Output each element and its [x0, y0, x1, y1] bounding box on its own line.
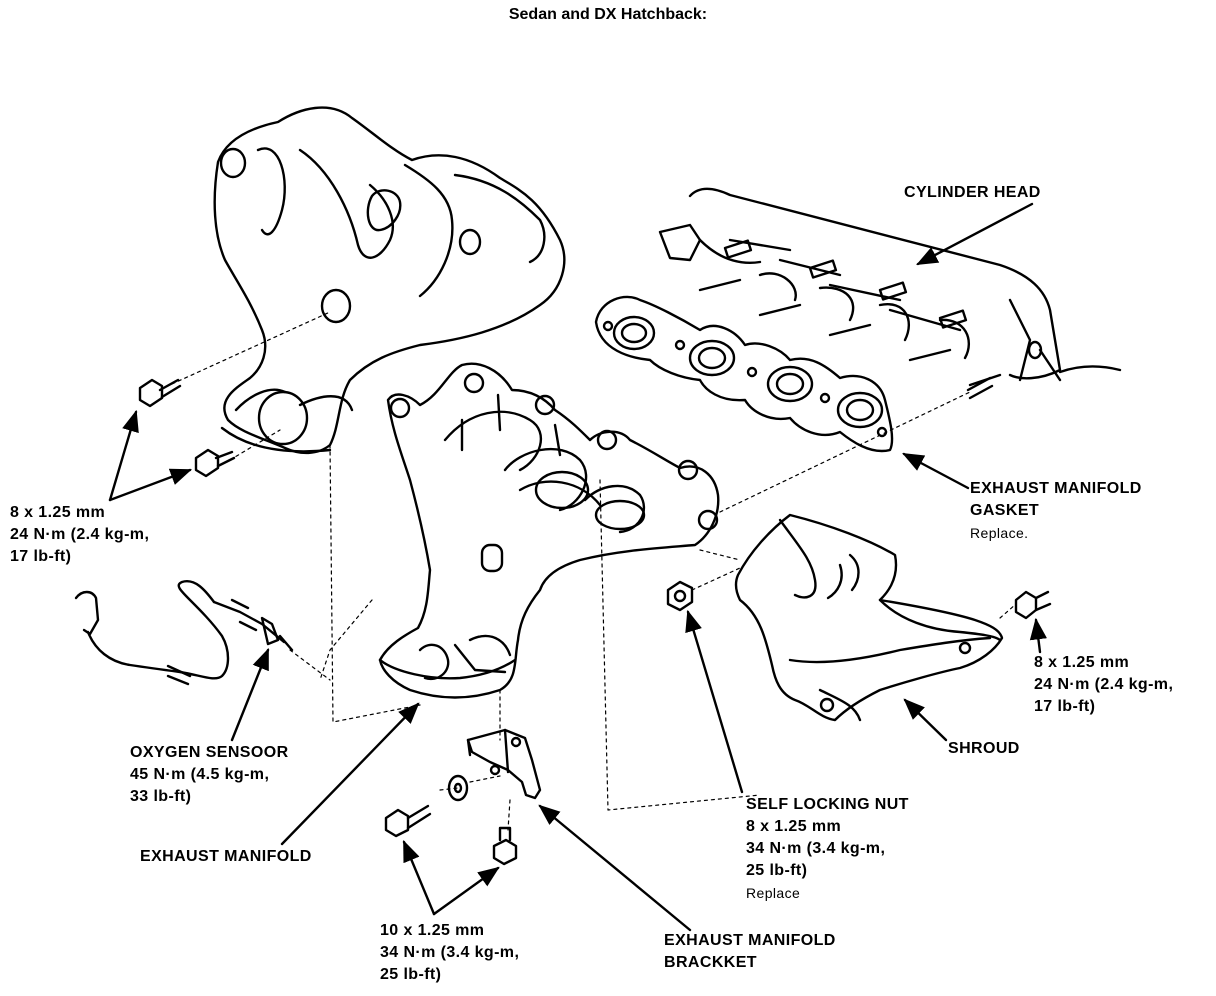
label-bracket-bolts: 10 x 1.25 mm 34 N·m (3.4 kg-m, 25 lb-ft) — [380, 920, 519, 986]
diagram-title: Sedan and DX Hatchback: — [508, 6, 708, 23]
label-upper-bolts: 8 x 1.25 mm 24 N·m (2.4 kg-m, 17 lb-ft) — [10, 502, 149, 568]
bracket-bolt-1 — [384, 804, 432, 838]
gasket-note: Replace. — [970, 525, 1029, 541]
right-shroud-bolt — [1014, 590, 1052, 620]
right-bolt-torque-2: 17 lb-ft) — [1034, 698, 1096, 715]
oxygen-sensor-torque-1: 45 N·m (4.5 kg-m, — [130, 766, 270, 783]
bracket-bolts-torque-2: 25 lb-ft) — [380, 966, 442, 983]
shroud — [734, 513, 1004, 722]
exhaust-manifold-text: EXHAUST MANIFOLD — [140, 848, 312, 865]
label-exhaust-manifold-bracket: EXHAUST MANIFOLD BRACKKET — [664, 930, 836, 974]
bracket-washer — [447, 774, 469, 802]
leader-arrows — [108, 202, 1047, 932]
nut-torque-2: 25 lb-ft) — [746, 862, 808, 879]
cylinder-head-text: CYLINDER HEAD — [904, 184, 1041, 201]
oxygen-sensor-name: OXYGEN SENSOOR — [130, 744, 289, 761]
nut-note: Replace — [746, 885, 801, 901]
right-bolt-size: 8 x 1.25 mm — [1034, 654, 1130, 671]
oxygen-sensor — [74, 580, 294, 686]
oxygen-sensor-torque-2: 33 lb-ft) — [130, 788, 192, 805]
label-exhaust-manifold: EXHAUST MANIFOLD — [140, 846, 312, 868]
nut-torque-1: 34 N·m (3.4 kg-m, — [746, 840, 886, 857]
self-locking-nut — [666, 580, 694, 612]
gasket-name-line-1: EXHAUST MANIFOLD — [970, 480, 1142, 497]
right-bolt-torque-1: 24 N·m (2.4 kg-m, — [1034, 676, 1174, 693]
upper-bolts-torque-2: 17 lb-ft) — [10, 548, 72, 565]
label-cylinder-head: CYLINDER HEAD — [904, 182, 1041, 204]
bracket-bolt-2 — [492, 826, 518, 866]
label-exhaust-manifold-gasket: EXHAUST MANIFOLD GASKET Replace. — [970, 478, 1142, 544]
exhaust-manifold-bracket — [466, 728, 542, 800]
bracket-name-line-2: BRACKKET — [664, 954, 757, 971]
cylinder-head — [658, 187, 1122, 387]
label-self-locking-nut: SELF LOCKING NUT 8 x 1.25 mm 34 N·m (3.4… — [746, 794, 909, 904]
label-oxygen-sensor: OXYGEN SENSOOR 45 N·m (4.5 kg-m, 33 lb-f… — [130, 742, 289, 808]
label-shroud: SHROUD — [948, 738, 1020, 760]
bracket-bolts-size: 10 x 1.25 mm — [380, 922, 485, 939]
nut-size: 8 x 1.25 mm — [746, 818, 842, 835]
gasket-stud — [966, 376, 994, 400]
exhaust-manifold-gasket — [594, 295, 894, 453]
nut-name: SELF LOCKING NUT — [746, 796, 909, 813]
upper-bolts-torque-1: 24 N·m (2.4 kg-m, — [10, 526, 150, 543]
upper-bolts-size: 8 x 1.25 mm — [10, 504, 106, 521]
gasket-name-line-2: GASKET — [970, 502, 1040, 519]
label-right-bolt: 8 x 1.25 mm 24 N·m (2.4 kg-m, 17 lb-ft) — [1034, 652, 1173, 718]
bracket-bolts-torque-1: 34 N·m (3.4 kg-m, — [380, 944, 520, 961]
upper-bolt-2 — [194, 448, 236, 478]
exhaust-manifold — [378, 362, 720, 699]
upper-heat-shield — [213, 106, 566, 455]
shroud-text: SHROUD — [948, 740, 1020, 757]
upper-bolt-1 — [138, 378, 182, 408]
bracket-name-line-1: EXHAUST MANIFOLD — [664, 932, 836, 949]
alignment-lines — [171, 311, 1017, 831]
